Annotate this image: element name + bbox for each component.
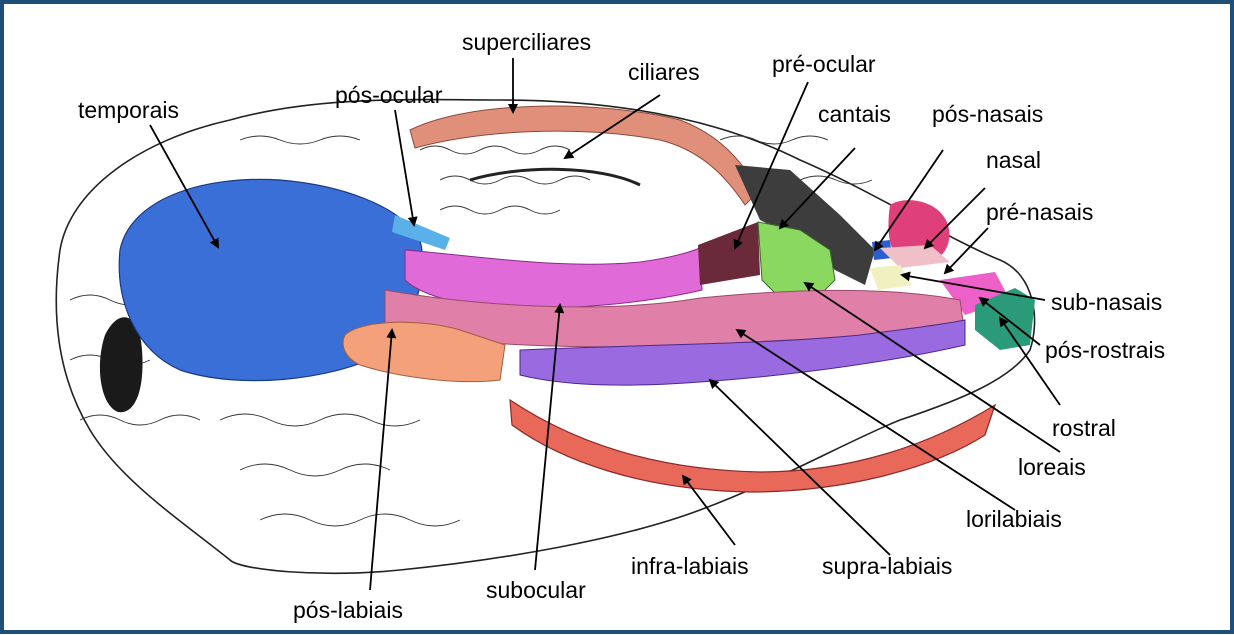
label-temporais: temporais xyxy=(78,97,179,123)
label-pos-labiais: pós-labiais xyxy=(293,597,403,623)
label-cantais: cantais xyxy=(818,101,891,127)
label-pos-nasais: pós-nasais xyxy=(932,101,1043,127)
label-pos-ocular: pós-ocular xyxy=(335,82,443,108)
label-pre-nasais: pré-nasais xyxy=(986,199,1093,225)
label-nasal: nasal xyxy=(986,147,1041,173)
label-loreais: loreais xyxy=(1018,454,1086,480)
label-lorilabiais: lorilabiais xyxy=(966,506,1062,532)
label-rostral: rostral xyxy=(1052,415,1116,441)
label-subocular: subocular xyxy=(486,577,586,603)
label-infra-labiais: infra-labiais xyxy=(631,553,749,579)
label-superciliares: superciliares xyxy=(462,29,591,55)
label-pos-rostrais: pós-rostrais xyxy=(1045,337,1165,363)
label-ciliares: ciliares xyxy=(628,59,700,85)
lizard-head-scale-diagram: temporais pós-ocular superciliares cilia… xyxy=(4,4,1230,630)
label-pre-ocular: pré-ocular xyxy=(772,51,876,77)
label-sub-nasais: sub-nasais xyxy=(1051,289,1162,315)
label-supra-labiais: supra-labiais xyxy=(822,553,952,579)
